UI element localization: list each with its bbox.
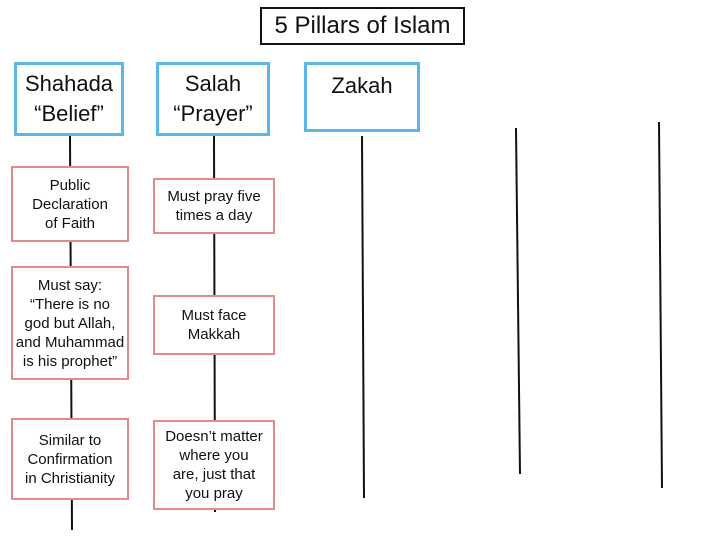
shahada-note-creed: Must say: “There is no god but Allah, an… bbox=[11, 266, 129, 380]
diagram-title: 5 Pillars of Islam bbox=[260, 7, 465, 45]
pillar-zakah: Zakah bbox=[304, 62, 420, 132]
empty-pillar-line-5 bbox=[658, 121, 663, 489]
pillar-shahada: Shahada “Belief” bbox=[14, 62, 124, 136]
salah-note-makkah: Must face Makkah bbox=[153, 295, 275, 355]
empty-pillar-line-4 bbox=[515, 127, 521, 475]
pillar-salah: Salah “Prayer” bbox=[156, 62, 270, 136]
zakah-line bbox=[361, 135, 365, 499]
shahada-note-declaration: Public Declaration of Faith bbox=[11, 166, 129, 242]
shahada-note-confirmation: Similar to Confirmation in Christianity bbox=[11, 418, 129, 500]
salah-note-anywhere: Doesn’t matter where you are, just that … bbox=[153, 420, 275, 510]
salah-note-five-times: Must pray five times a day bbox=[153, 178, 275, 234]
